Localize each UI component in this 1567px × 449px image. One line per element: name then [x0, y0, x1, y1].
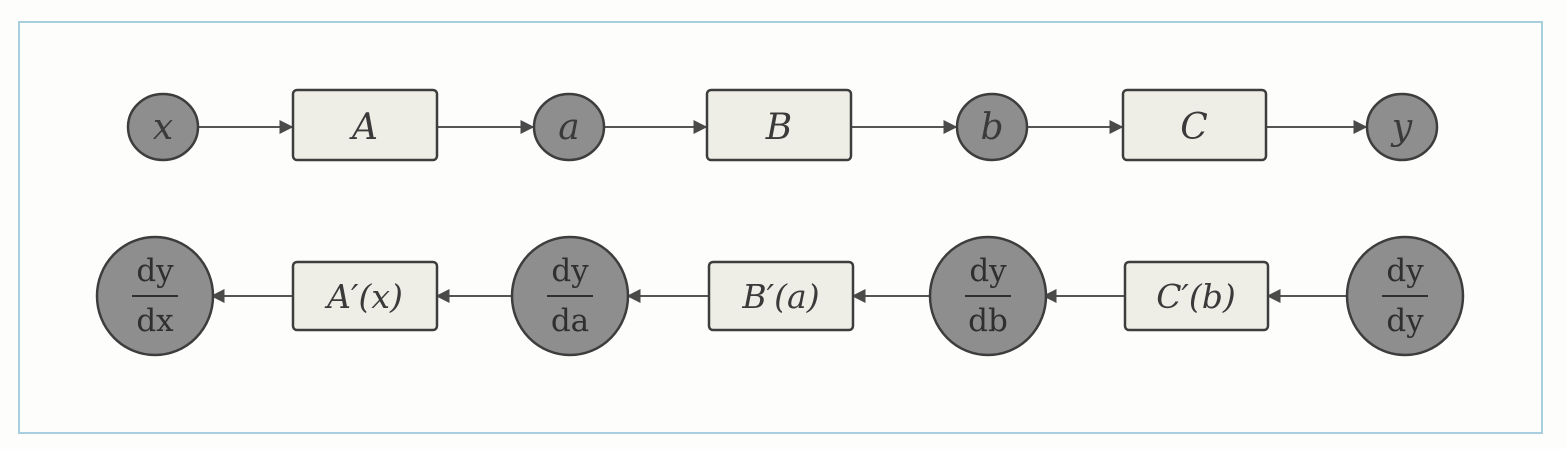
box-A-prime: A′(x) [291, 260, 439, 332]
box-B: B [705, 88, 853, 162]
node-x-label: x [153, 107, 173, 148]
node-a: a [532, 92, 606, 162]
box-A-prime-label: A′(x) [324, 277, 403, 316]
box-A-label: A [349, 107, 378, 148]
dy-da-denominator: da [551, 303, 589, 339]
box-C-label: C [1180, 107, 1208, 148]
dy-dx-denominator: dx [136, 303, 174, 339]
node-dy-da: dy da [510, 235, 630, 357]
node-y-label: y [1390, 107, 1413, 148]
box-B-prime: B′(a) [707, 260, 855, 332]
node-dy-dx: dy dx [95, 235, 215, 357]
box-A: A [291, 88, 439, 162]
box-B-prime-label: B′(a) [741, 277, 819, 316]
box-C: C [1121, 88, 1268, 162]
node-x: x [126, 92, 200, 162]
dy-dy-denominator: dy [1386, 303, 1424, 339]
node-b-label: b [980, 107, 1003, 148]
box-C-prime-label: C′(b) [1156, 277, 1236, 316]
dy-db-denominator: db [968, 303, 1008, 339]
box-C-prime: C′(b) [1123, 260, 1270, 332]
dy-dy-numerator: dy [1386, 253, 1424, 289]
dy-dx-numerator: dy [136, 253, 174, 289]
node-a-label: a [558, 107, 579, 148]
dy-da-numerator: dy [551, 253, 589, 289]
box-B-label: B [765, 107, 792, 148]
dy-db-numerator: dy [969, 253, 1007, 289]
node-dy-db: dy db [928, 235, 1048, 357]
node-b: b [955, 92, 1029, 162]
node-dy-dy: dy dy [1345, 235, 1465, 357]
node-y: y [1365, 92, 1439, 162]
